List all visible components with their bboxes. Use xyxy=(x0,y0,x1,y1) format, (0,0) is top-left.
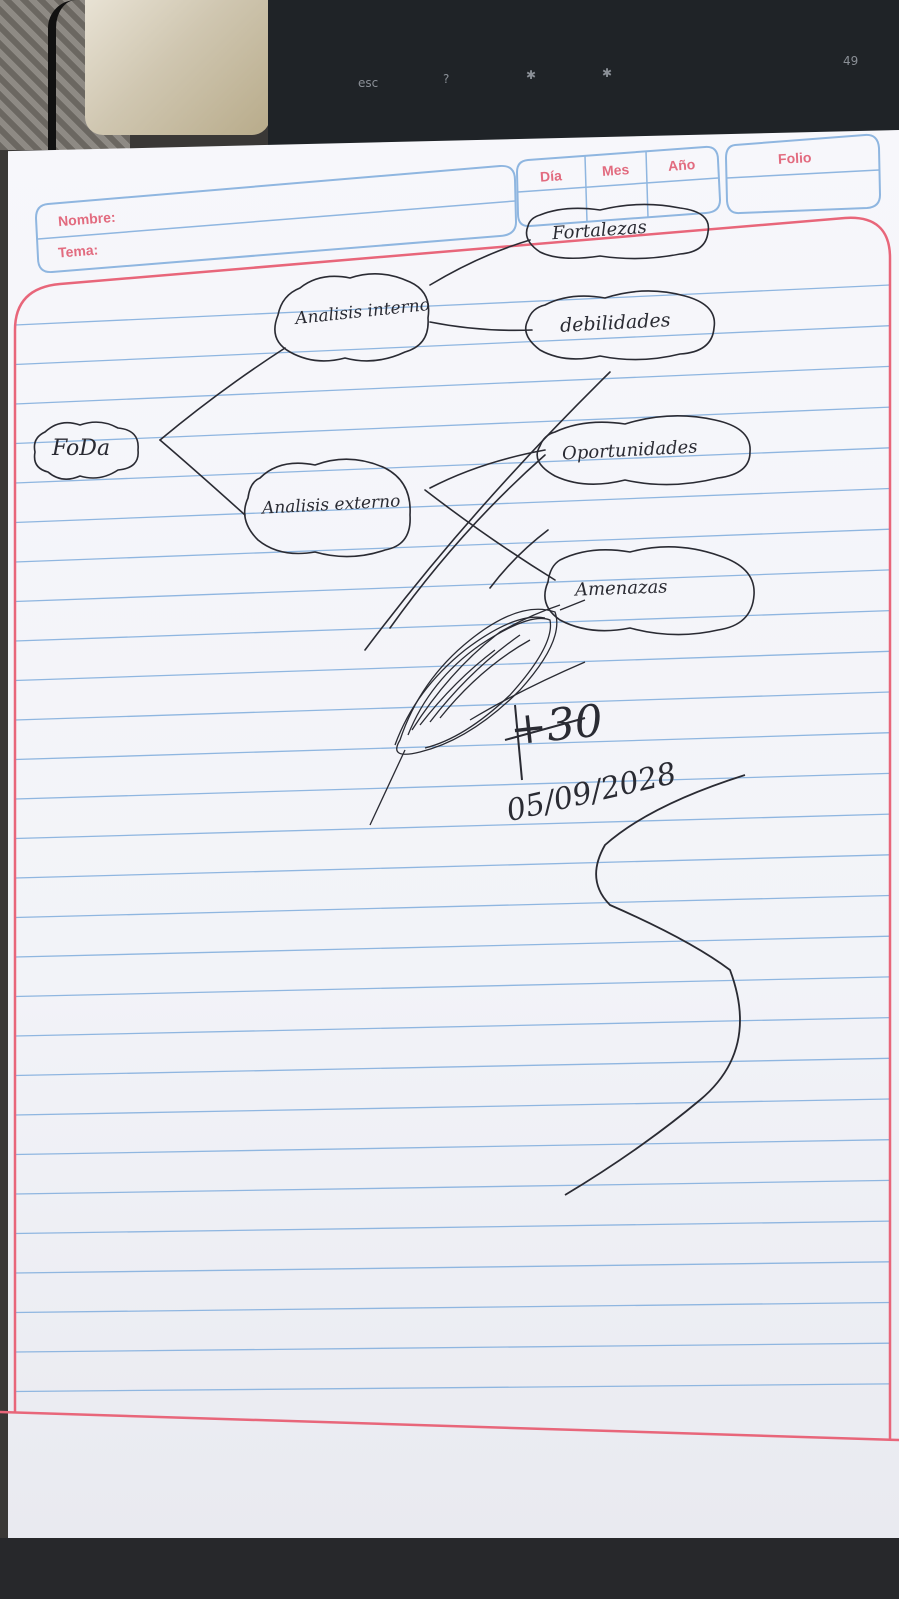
ruled-line xyxy=(14,406,891,445)
grade-cross-stroke xyxy=(504,704,586,781)
link-root-interno xyxy=(159,347,286,441)
s-curve-stroke xyxy=(564,774,746,1196)
cloud-root xyxy=(33,421,139,480)
ruled-line xyxy=(14,528,891,563)
table-surface xyxy=(0,1538,899,1599)
key-volume: 49 xyxy=(843,54,859,68)
ruled-line xyxy=(14,569,891,603)
ruled-line xyxy=(14,854,891,879)
node-amenazas: Amenazas xyxy=(574,576,668,601)
ruled-line xyxy=(14,1179,891,1195)
ruled-line xyxy=(14,487,891,524)
ruled-line xyxy=(14,1383,891,1393)
date-divider-1 xyxy=(584,155,588,223)
ruled-line xyxy=(14,1139,891,1156)
ruled-line xyxy=(14,609,891,642)
decorative-box xyxy=(85,0,270,135)
ruled-line xyxy=(14,1261,891,1274)
bottom-margin-line xyxy=(0,1410,899,1442)
key-esc: esc xyxy=(358,76,379,90)
cloud-debilidades xyxy=(524,290,716,361)
ruled-line xyxy=(14,284,891,326)
ruled-line xyxy=(14,1301,891,1314)
stray-line-3 xyxy=(489,529,549,589)
ruled-line xyxy=(14,1098,891,1116)
link-interno-debilidades xyxy=(429,321,533,332)
nombre-tema-box xyxy=(34,164,518,274)
date-divider-h xyxy=(517,177,719,193)
laptop-keyboard: esc ? ✱ ✱ 49 xyxy=(268,0,899,150)
ruled-line xyxy=(14,1220,891,1235)
key-brightness-up: ✱ xyxy=(602,66,613,80)
ruled-line xyxy=(14,365,891,405)
link-root-externo xyxy=(159,439,246,516)
folio-divider xyxy=(726,169,880,179)
stray-line-1 xyxy=(364,371,611,651)
ruled-line xyxy=(14,1057,891,1077)
date-divider-2 xyxy=(645,150,649,219)
signature-scribble xyxy=(369,599,586,826)
ruled-lines xyxy=(14,284,891,1393)
margin-frame xyxy=(13,216,892,1440)
stray-line-2 xyxy=(389,454,546,629)
date-box xyxy=(515,145,722,228)
cloud-fortalezas xyxy=(525,203,710,260)
grade-mark: +30 xyxy=(507,695,606,756)
ruled-line xyxy=(14,650,891,682)
ruled-line xyxy=(14,447,891,484)
ruled-line xyxy=(14,691,891,721)
mind-map-root: FoDa xyxy=(52,436,111,461)
cloud-interno xyxy=(274,273,430,362)
ruled-line xyxy=(14,894,891,919)
link-interno-fortalezas xyxy=(429,239,531,286)
key-brightness-down: ✱ xyxy=(526,68,537,82)
ruled-line xyxy=(14,935,891,958)
folio-box xyxy=(724,133,882,215)
nombre-tema-divider xyxy=(37,200,516,240)
ruled-line xyxy=(14,976,891,998)
black-cable xyxy=(48,0,76,150)
cloud-externo xyxy=(243,458,411,558)
ruled-line xyxy=(14,1016,891,1037)
ruled-line xyxy=(14,813,891,840)
ruled-line xyxy=(14,732,891,761)
ruled-line xyxy=(14,325,891,366)
ruled-line xyxy=(14,772,891,800)
cloud-oportunidades xyxy=(536,415,751,486)
key-question: ? xyxy=(443,72,450,86)
cloud-amenazas xyxy=(544,546,755,636)
link-externo-amenazas xyxy=(424,489,556,581)
ruled-line xyxy=(14,1342,891,1353)
